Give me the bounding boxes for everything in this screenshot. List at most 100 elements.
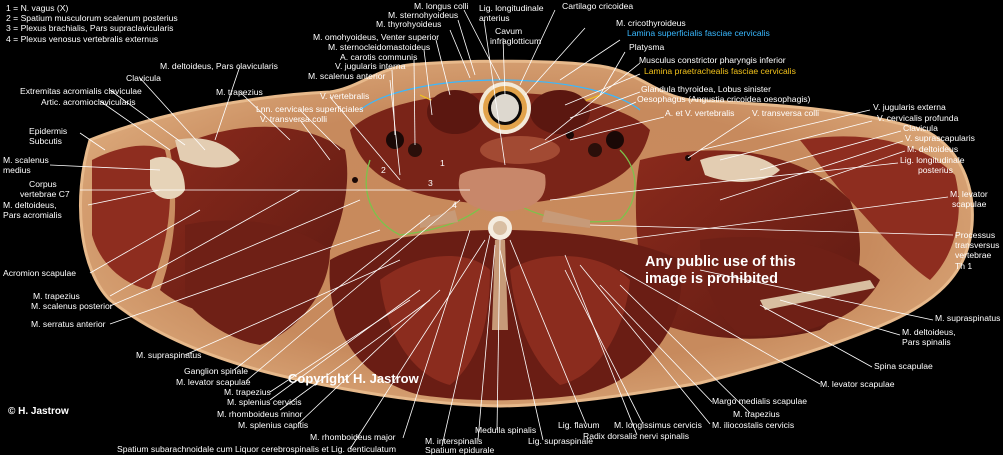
label-spina-scapulae: Spina scapulae — [874, 361, 933, 371]
green-fascia-line — [365, 149, 636, 236]
label-processus-2: transversus — [955, 240, 1000, 250]
label-trapezius-bottom: M. trapezius — [733, 409, 780, 419]
oesophagus-shape — [480, 136, 560, 164]
legend: 1 = N. vagus (X) 2 = Spatium musculorum … — [6, 3, 178, 44]
label-cavum-1: Cavum — [495, 26, 523, 36]
label-v-transversa-right: V. transversa colli — [752, 108, 820, 118]
label-deltoideus-right: M. deltoideus — [907, 144, 959, 154]
legend-item: 1 = N. vagus (X) — [6, 3, 69, 13]
vessel-c — [352, 177, 358, 183]
label-v-vertebralis: V. vertebralis — [320, 91, 370, 101]
right-deltoid — [800, 136, 959, 280]
label-clavicula-left: Clavicula — [126, 73, 161, 83]
vertebral-body — [458, 167, 546, 212]
label-a-v-vertebralis: A. et V. vertebralis — [665, 108, 735, 118]
label-margo: Margo medialis scapulae — [712, 396, 808, 406]
deep-back-left — [380, 256, 490, 385]
label-processus-3: vertebrae — [955, 250, 992, 260]
jugular-left — [386, 131, 404, 149]
left-supraspinatus — [185, 220, 330, 345]
left-acromion — [150, 156, 185, 200]
label-cricothyroideus: M. cricothyroideus — [616, 18, 686, 28]
carotid-left — [408, 143, 422, 157]
label-lig-long-ant-1: Lig. longitudinale — [479, 3, 544, 13]
label-longissimus: M. longissimus cervicis — [614, 420, 702, 430]
label-sternocleidomastoideus: M. sternocleidomastoideus — [328, 42, 431, 52]
label-trapezius-top: M. trapezius — [216, 87, 263, 97]
label-platysma: Platysma — [629, 42, 665, 52]
label-ganglion: Ganglion spinale — [184, 366, 249, 376]
label-oesophagus: Oesophagus (Angustia cricoidea oesophagi… — [637, 94, 811, 104]
label-processus-4: Th 1 — [955, 261, 973, 271]
label-radix: Radix dorsalis nervi spinalis — [583, 431, 690, 441]
label-supraspinatus-right: M. supraspinatus — [935, 313, 1001, 323]
label-lnn-cervicales: Lnn. cervicales superficiales — [256, 104, 364, 114]
right-clavicle — [700, 154, 780, 182]
label-deltoideus-spinalis-1: M. deltoideus, — [902, 327, 956, 337]
label-v-cervicalis-profunda: V. cervicalis profunda — [877, 113, 959, 123]
marker-4: 4 — [452, 200, 457, 210]
legend-item: 3 = Plexus brachialis, Pars supraclavicu… — [6, 23, 174, 34]
label-cartilago: Cartilago cricoidea — [562, 1, 634, 11]
label-clavicula-right: Clavicula — [903, 123, 938, 133]
label-carotis: A. carotis communis — [340, 52, 418, 62]
label-trapezius-left: M. trapezius — [33, 291, 80, 301]
label-v-jugularis-externa: V. jugularis externa — [873, 102, 946, 112]
label-scalenus-medius-2: medius — [3, 165, 31, 175]
transverse-process-left — [420, 210, 458, 228]
label-spatium-epidurale: Spatium epidurale — [425, 445, 495, 455]
label-splenius-cervicis: M. splenius cervicis — [227, 397, 302, 407]
label-lamina-superficialis: Lamina superficialis fasciae cervicalis — [627, 28, 770, 38]
label-processus-1: Processus — [955, 230, 996, 240]
label-interspinalis: M. interspinalis — [425, 436, 483, 446]
left-clavicle — [175, 138, 240, 168]
label-trapezius-left-2: M. trapezius — [224, 387, 271, 397]
label-thyrohyoideus: M. thyrohyoideus — [376, 19, 442, 29]
legend-item: 4 = Plexus venosus vertebralis externus — [6, 33, 159, 44]
label-iliocostalis: M. iliocostalis cervicis — [712, 420, 795, 430]
pointer-lines — [49, 9, 954, 450]
label-v-suprascapularis: V. suprascapularis — [905, 133, 975, 143]
label-sternohyoideus: M. sternohyoideus — [388, 10, 459, 20]
label-supraspinatus-left: M. supraspinatus — [136, 350, 202, 360]
label-scalenus-posterior: M. scalenus posterior — [31, 301, 113, 311]
label-longus-colli: M. longus colli — [414, 1, 469, 11]
label-levator-right-1: M. levator — [950, 189, 988, 199]
right-supraspinatus — [700, 236, 880, 336]
carotid-right — [588, 143, 602, 157]
label-epidermis: Epidermis — [29, 126, 68, 136]
label-lig-long-post-2: posterius — [918, 165, 953, 175]
label-jugularis-interna: V. jugularis interna — [335, 61, 406, 71]
label-scalenus-medius-1: M. scalenus — [3, 155, 49, 165]
label-cavum-2: infraglotticum — [490, 36, 542, 46]
label-deltoideus-clavicularis: M. deltoideus, Pars clavicularis — [160, 61, 278, 71]
label-lig-supraspinale: Lig. supraspinale — [528, 436, 593, 446]
thyroid-left — [427, 90, 483, 134]
label-deltoideus-acromialis-2: Pars acromialis — [3, 210, 62, 220]
copyright-text: Copyright H. Jastrow — [288, 371, 419, 386]
label-deltoideus-spinalis-2: Pars spinalis — [902, 337, 951, 347]
marker-3: 3 — [428, 178, 433, 188]
label-lig-long-post-1: Lig. longitudinale — [900, 155, 965, 165]
medulla-spinalis-shape — [493, 221, 507, 235]
label-levator-left: M. levator scapulae — [176, 377, 251, 387]
label-spatium-subarachnoidale: Spatium subarachnoidale cum Liquor cereb… — [117, 444, 396, 454]
marker-1: 1 — [440, 158, 445, 168]
transverse-process-right — [542, 210, 590, 228]
credit-text: © H. Jastrow — [8, 406, 69, 417]
label-lig-long-ant-2: anterius — [479, 13, 510, 23]
label-corpus-1: Corpus — [29, 179, 57, 189]
spinous-process — [492, 240, 508, 330]
label-medulla: Medulla spinalis — [475, 425, 537, 435]
legend-item: 2 = Spatium musculorum scalenum posteriu… — [6, 13, 178, 24]
label-serratus-anterior: M. serratus anterior — [31, 319, 106, 329]
usage-notice: Any public use of this image is prohibit… — [645, 254, 796, 287]
label-subcutis: Subcutis — [29, 136, 62, 146]
label-lamina-praetrachealis: Lamina praetrachealis fasciae cervicalis — [644, 66, 796, 76]
label-levator-bottom: M. levator scapulae — [820, 379, 895, 389]
label-constrictor: Musculus constrictor pharyngis inferior — [639, 55, 786, 65]
label-artic-acromioclavicularis: Artic. acromioclavicularis — [41, 97, 136, 107]
label-v-transversa-left: V. transversa colli — [260, 114, 328, 124]
